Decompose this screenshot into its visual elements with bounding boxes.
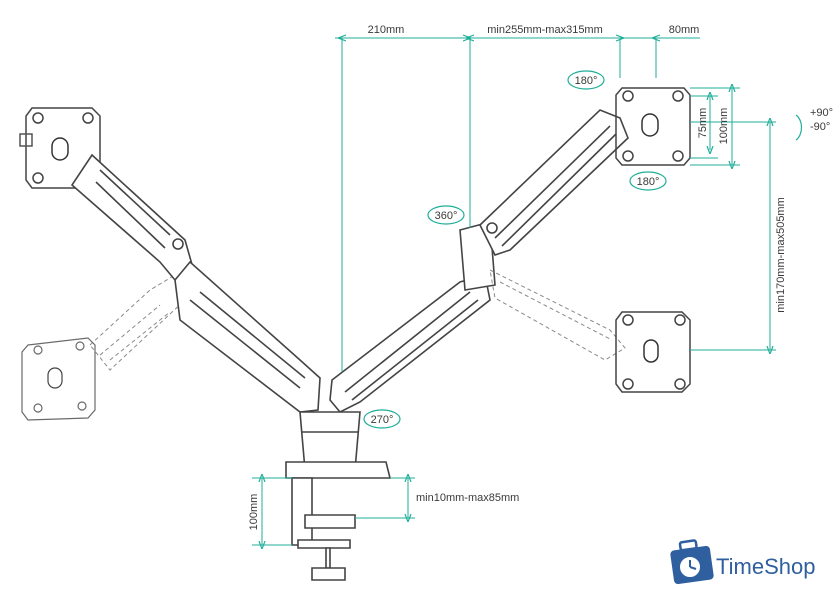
dim-clamp-height: 100mm bbox=[248, 494, 260, 531]
dim-offset-top-left: 210mm bbox=[368, 24, 405, 36]
rotation-arrows bbox=[363, 70, 803, 429]
suitcase-clock-icon bbox=[670, 539, 714, 585]
desk-clamp bbox=[291, 477, 356, 581]
rot-tilt-bottom: 180° bbox=[637, 176, 660, 188]
right-monitor-plate-lowered bbox=[615, 311, 691, 393]
dimension-lines bbox=[252, 38, 776, 545]
center-column bbox=[285, 411, 392, 479]
dim-desk-thickness: min10mm-max85mm bbox=[416, 492, 519, 504]
rot-pivot-plus: +90° bbox=[810, 107, 833, 119]
rot-swivel-arm: 360° bbox=[435, 210, 458, 222]
right-upper-arm bbox=[459, 109, 629, 291]
dim-height-range: min170mm-max505mm bbox=[775, 197, 787, 313]
left-upper-arm bbox=[70, 153, 196, 281]
left-monitor-plate-lowered bbox=[21, 337, 96, 421]
right-monitor-plate-raised bbox=[615, 87, 691, 166]
left-lower-arm bbox=[174, 260, 321, 413]
brand-name: TimeShop bbox=[716, 554, 815, 579]
rot-pivot-minus: -90° bbox=[810, 121, 830, 133]
dim-vesa-small: 75mm bbox=[697, 108, 709, 139]
dim-vesa-large: 100mm bbox=[718, 108, 730, 145]
left-arm-lowered-ghost bbox=[89, 274, 186, 371]
dim-plate-offset: 80mm bbox=[669, 24, 700, 36]
rot-tilt-top: 180° bbox=[575, 75, 598, 87]
right-arm-lowered-ghost bbox=[489, 269, 626, 361]
rot-base: 270° bbox=[371, 414, 394, 426]
right-lower-arm bbox=[329, 273, 491, 413]
dim-arm-extension: min255mm-max315mm bbox=[487, 24, 603, 36]
